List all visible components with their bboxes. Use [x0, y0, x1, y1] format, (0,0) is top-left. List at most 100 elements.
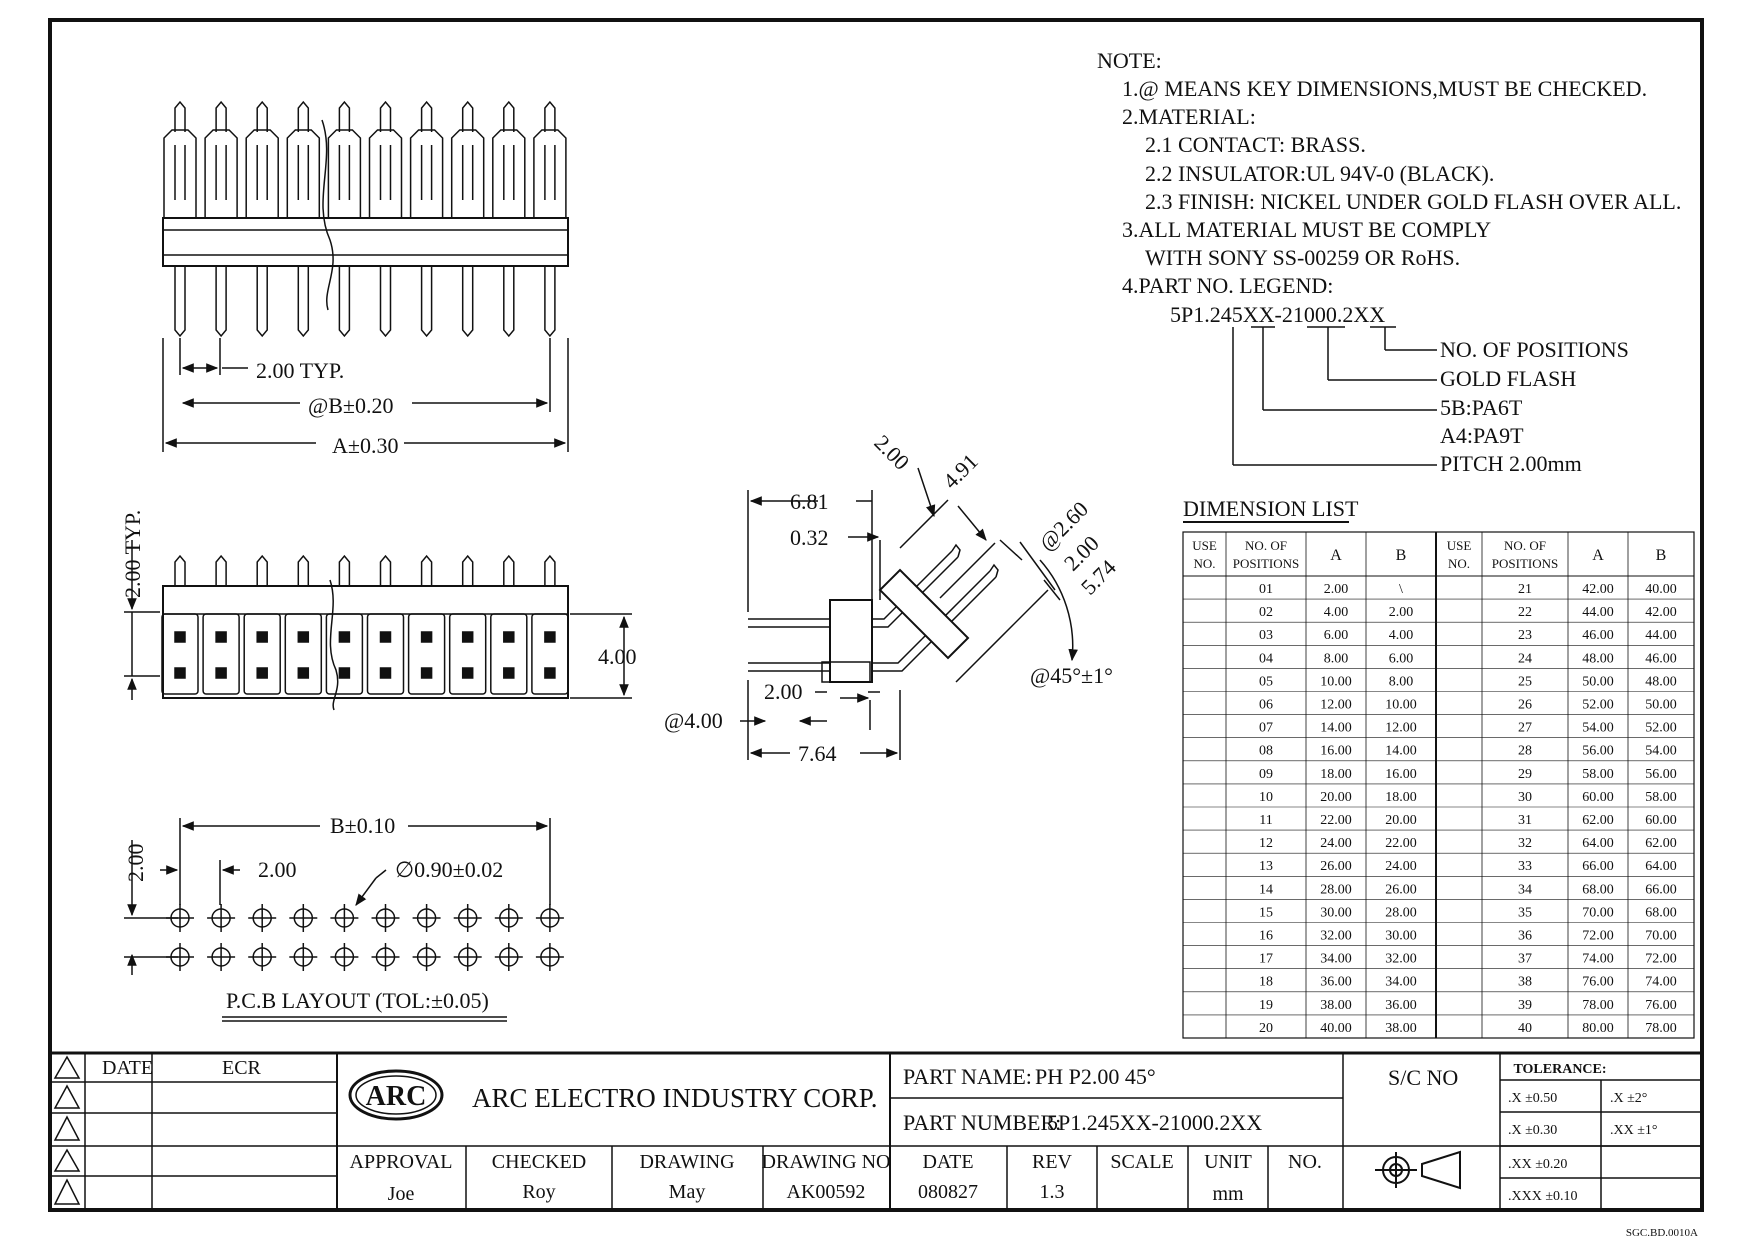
dim-400: @4.00: [664, 708, 723, 733]
table-cell: 4.00: [1324, 605, 1349, 620]
table-cell: 78.00: [1582, 998, 1614, 1013]
unit-header: UNIT: [1204, 1151, 1252, 1173]
table-header: A: [1592, 547, 1604, 564]
table-cell: 70.00: [1645, 929, 1677, 944]
pcb-hole: [535, 904, 564, 932]
dim-200-a: 2.00: [869, 430, 914, 475]
checked-header: CHECKED: [492, 1151, 586, 1173]
projection-symbol-icon: [1375, 1150, 1461, 1190]
pcb-hole: [412, 943, 441, 971]
table-cell: 48.00: [1582, 651, 1614, 666]
top-view-pin: [409, 100, 444, 338]
table-header: NO.: [1193, 556, 1215, 571]
drawing-header: DRAWING: [639, 1151, 734, 1173]
revision-triangle-icon: [53, 1178, 81, 1205]
arc-logo: ARC: [348, 1069, 444, 1121]
pcb-hole: [248, 904, 277, 932]
table-cell: 25: [1518, 674, 1532, 689]
table-cell: 18.00: [1320, 767, 1352, 782]
note-line: 2.MATERIAL:: [1122, 104, 1256, 129]
drawing-no-header: DRAWING NO: [762, 1151, 891, 1173]
table-cell: 8.00: [1324, 651, 1349, 666]
front-view-pin: [202, 554, 240, 695]
legend-label: NO. OF POSITIONS: [1440, 337, 1629, 362]
table-cell: 40: [1518, 1021, 1532, 1036]
table-cell: 35: [1518, 905, 1532, 920]
rev-value: 1.3: [1040, 1181, 1065, 1203]
rev-ecr-header: ECR: [222, 1057, 262, 1079]
table-cell: 42.00: [1582, 582, 1614, 597]
table-header: NO. OF: [1504, 538, 1546, 553]
pcb-vertical-pitch: 2.00: [123, 844, 148, 883]
pcb-hole: [330, 904, 359, 932]
table-cell: 40.00: [1645, 582, 1677, 597]
table-cell: 58.00: [1645, 790, 1677, 805]
pcb-hole: [494, 943, 523, 971]
legend-part-number: 5P1.245XX-21000.2XX: [1170, 302, 1385, 327]
front-view-pin: [161, 554, 199, 695]
table-cell: 70.00: [1582, 905, 1614, 920]
front-view-pin: [407, 554, 446, 695]
table-cell: 03: [1259, 628, 1273, 643]
legend-label: 5B:PA6T: [1440, 395, 1523, 420]
dim-032: 0.32: [790, 525, 829, 550]
table-cell: 19: [1259, 998, 1273, 1013]
dim-491: 4.91: [938, 449, 983, 494]
pcb-hole: [289, 904, 318, 932]
table-cell: 6.00: [1389, 651, 1414, 666]
table-cell: 02: [1259, 605, 1273, 620]
part-number-label: PART NUMBER:: [903, 1110, 1061, 1135]
top-view-pin: [286, 100, 321, 338]
front-view-pin: [490, 554, 528, 695]
table-cell: 26.00: [1320, 859, 1352, 874]
table-cell: 08: [1259, 744, 1273, 759]
dim-681: 6.81: [790, 489, 829, 514]
note-line: 3.ALL MATERIAL MUST BE COMPLY: [1122, 217, 1491, 242]
table-cell: 32.00: [1385, 952, 1417, 967]
table-header: NO. OF: [1245, 538, 1287, 553]
table-cell: 16.00: [1385, 767, 1417, 782]
table-cell: 30.00: [1385, 929, 1417, 944]
table-cell: 8.00: [1389, 674, 1414, 689]
table-cell: 74.00: [1645, 975, 1677, 990]
tolerance-value: .X ±2°: [1610, 1091, 1647, 1106]
table-cell: 36: [1518, 929, 1532, 944]
top-b-label: @B±0.20: [308, 393, 394, 418]
table-cell: 54.00: [1645, 744, 1677, 759]
rev-date-header: DATE: [102, 1057, 153, 1079]
note-line: 2.2 INSULATOR:UL 94V-0 (BLACK).: [1145, 161, 1494, 186]
legend-label: A4:PA9T: [1440, 423, 1524, 448]
angled-side-view: [740, 467, 1078, 760]
table-cell: 38.00: [1320, 998, 1352, 1013]
pcb-hole: [453, 904, 482, 932]
table-cell: \: [1399, 582, 1403, 597]
dim-angle: @45°±1°: [1030, 663, 1113, 688]
top-view-pin: [163, 100, 197, 338]
table-header: B: [1396, 547, 1407, 564]
company-name: ARC ELECTRO INDUSTRY CORP.: [472, 1083, 878, 1113]
table-cell: 24: [1518, 651, 1532, 666]
table-cell: 31: [1518, 813, 1532, 828]
tolerance-value: .XX ±1°: [1610, 1123, 1658, 1138]
table-cell: 66.00: [1645, 882, 1677, 897]
part-name-value: PH P2.00 45°: [1035, 1064, 1156, 1089]
table-cell: 10.00: [1385, 698, 1417, 713]
table-cell: 46.00: [1582, 628, 1614, 643]
legend-leaders: [1232, 326, 1437, 466]
table-cell: 17: [1259, 952, 1273, 967]
note-line: 4.PART NO. LEGEND:: [1122, 273, 1333, 298]
table-cell: 2.00: [1324, 582, 1349, 597]
table-cell: 11: [1259, 813, 1272, 828]
table-cell: 56.00: [1582, 744, 1614, 759]
table-cell: 30: [1518, 790, 1532, 805]
table-cell: 28.00: [1320, 882, 1352, 897]
table-cell: 10: [1259, 790, 1273, 805]
table-cell: 12.00: [1385, 721, 1417, 736]
table-cell: 38.00: [1385, 1021, 1417, 1036]
table-cell: 50.00: [1645, 698, 1677, 713]
pcb-hole: [453, 943, 482, 971]
revision-triangle-icon: [53, 1115, 81, 1141]
front-view-pin: [448, 554, 487, 695]
tolerance-value: .X ±0.30: [1508, 1123, 1557, 1138]
